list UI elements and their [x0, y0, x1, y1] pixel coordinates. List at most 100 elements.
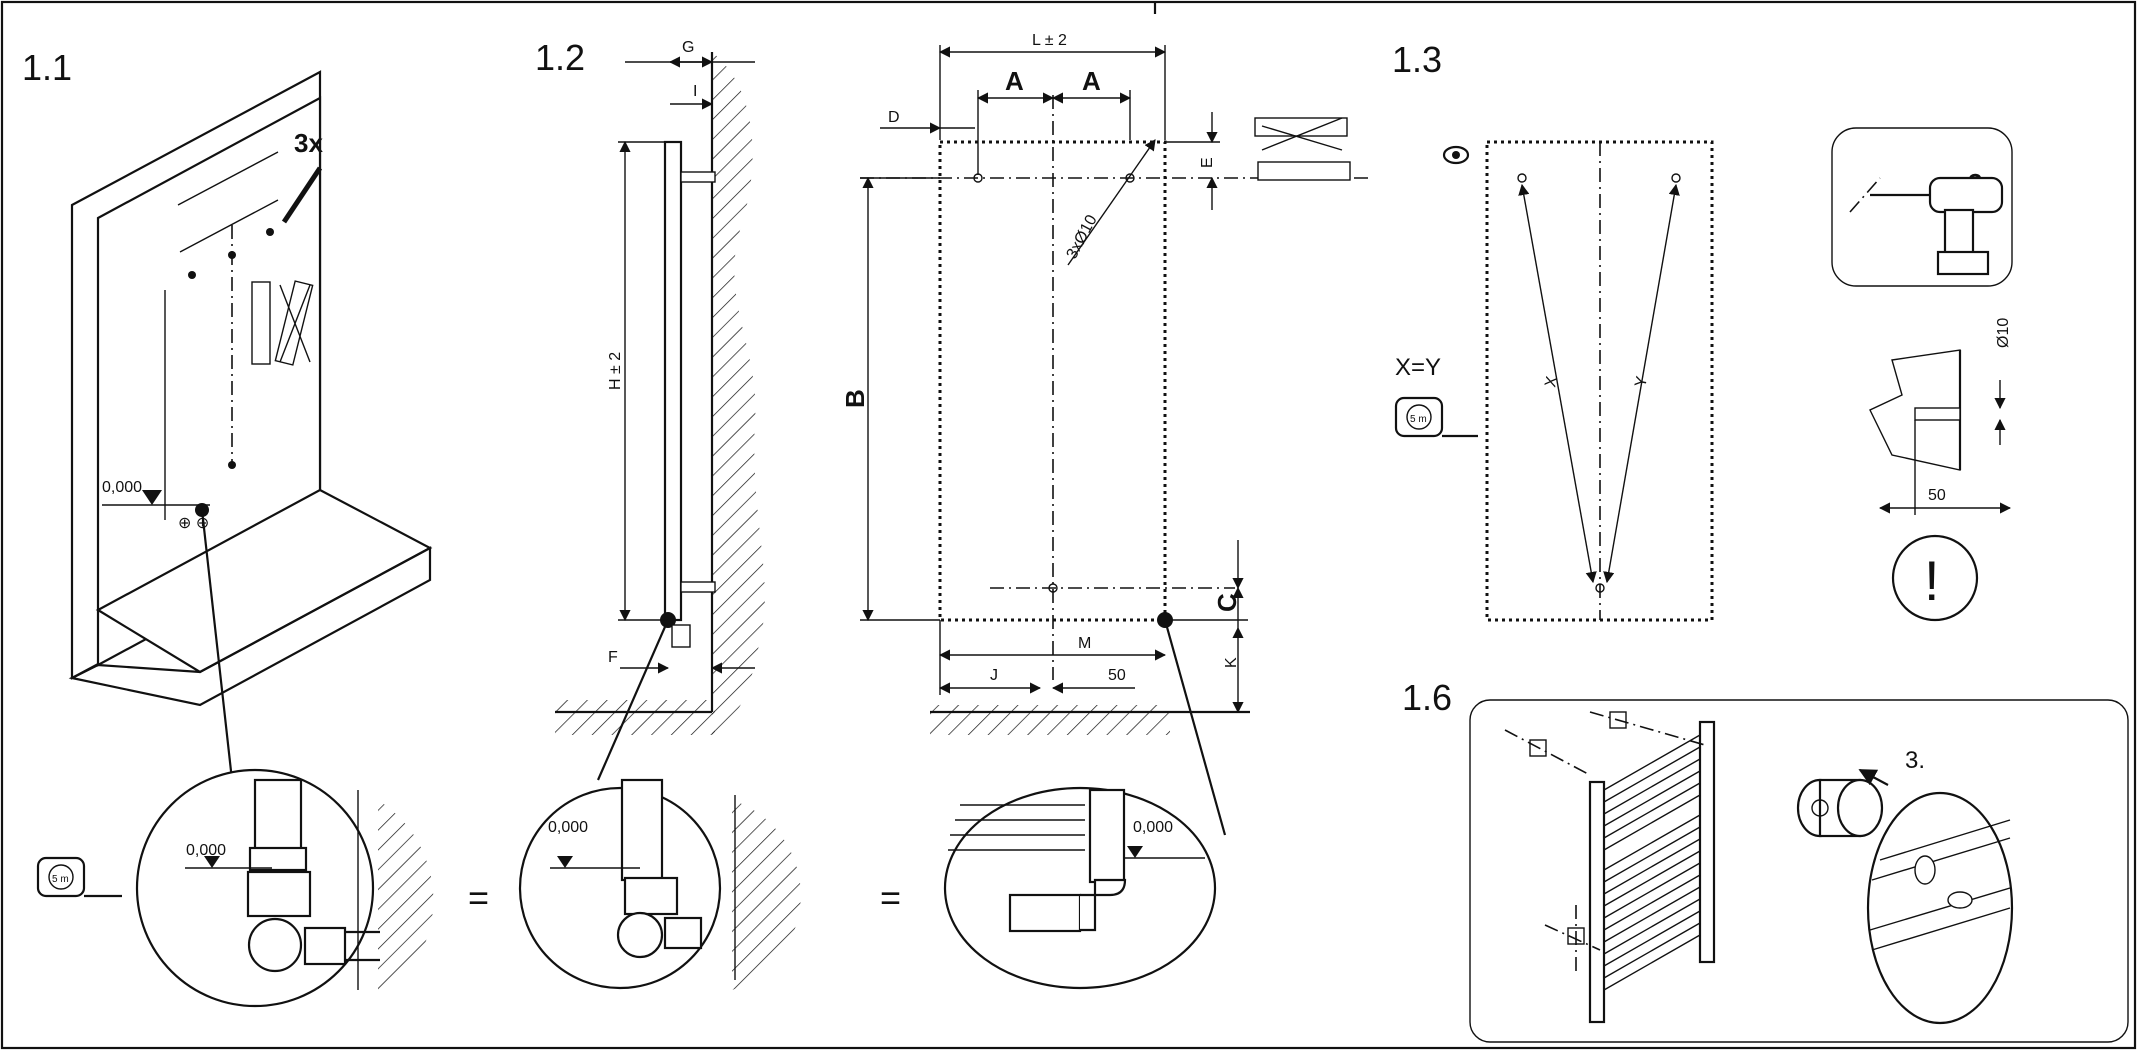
drill-icon	[1849, 176, 2004, 276]
check-hole-left	[1517, 173, 1527, 183]
drill-hole	[1914, 407, 1961, 421]
detail3-zero-arrow	[1127, 846, 1143, 858]
section-1-1-title: 1.1	[22, 47, 72, 88]
level-cross-1	[1261, 125, 1343, 151]
dim-b-label: B	[840, 389, 870, 408]
hole-bottom	[1048, 583, 1058, 593]
bracket-axis-3	[1544, 924, 1601, 951]
leader-line-1-1	[200, 509, 234, 781]
detail1-valve-top	[248, 846, 308, 872]
zero-label-detail3: 0,000	[1133, 819, 1173, 836]
hole-label: 3xØ10	[1064, 212, 1101, 262]
rail-bars	[1603, 734, 1701, 991]
x-equals-y-label: X=Y	[1395, 354, 1441, 381]
step-3-arrow	[1858, 769, 1889, 786]
svg-text:!: !	[1924, 549, 1940, 612]
spirit-level-ok-icon	[1257, 161, 1351, 181]
section-1-3-title: 1.3	[1392, 39, 1442, 80]
side-radiator	[663, 140, 683, 622]
rail-left-pipe	[1588, 780, 1606, 1024]
side-floor-hatch	[555, 700, 715, 735]
detail-circle-2	[518, 786, 722, 990]
dim-k-label: K	[1223, 657, 1240, 668]
dim-a2-label: A	[1082, 66, 1101, 96]
diag-x-label: X	[1542, 375, 1561, 389]
bracket-axis-2	[1589, 711, 1706, 746]
dim-i-label: I	[693, 83, 697, 100]
hole-right	[1125, 173, 1135, 183]
equals-sign-2: =	[880, 877, 901, 918]
mark-point-3	[266, 228, 274, 236]
dim-50-label: 50	[1108, 667, 1126, 684]
bracket-axis-1	[1504, 729, 1591, 776]
zero-label-main: 0,000	[102, 479, 142, 496]
detail-oval-1-6	[1866, 791, 2014, 1025]
dim-depth-label: 50	[1928, 487, 1946, 504]
front-floor-hatch	[930, 705, 1170, 735]
diag-y-line	[1603, 183, 1680, 584]
step-1-6: 1.6	[1402, 677, 2129, 1043]
step-1-2-front: L ± 2 A A D E 3xØ10 B C	[840, 32, 1370, 990]
spirit-level-icon	[251, 281, 271, 365]
check-hole-bottom	[1595, 583, 1605, 593]
cross-line-2	[279, 284, 311, 363]
warning-icon: !	[1891, 534, 1979, 622]
oval-rail-bars	[1869, 819, 2011, 951]
side-bracket-top	[680, 171, 716, 183]
section-1-2-title: 1.2	[535, 37, 585, 78]
zero-label-detail2: 0,000	[548, 819, 588, 836]
floor-edge	[68, 546, 432, 707]
diag-y-label: Y	[1632, 375, 1651, 389]
detail2-zero-arrow	[557, 856, 573, 868]
detail3-elbow	[1080, 878, 1127, 932]
tape-measure-icon: 5 m	[36, 856, 122, 898]
hole-leader	[1067, 139, 1156, 266]
spirit-level-icon	[1254, 117, 1348, 137]
svg-text:5 m: 5 m	[1410, 414, 1427, 425]
detail2-connector	[663, 916, 703, 950]
dim-f-label: F	[608, 649, 618, 666]
dim-c-label: C	[1212, 593, 1242, 612]
oval-hole-1	[1914, 855, 1936, 885]
side-bracket-bottom	[680, 581, 716, 593]
leader-line-1-2	[596, 619, 670, 781]
mark-line-top	[177, 151, 279, 206]
dim-l-label: L ± 2	[1032, 32, 1067, 49]
pencil-icon	[281, 166, 323, 224]
detail1-wall	[378, 800, 434, 1000]
mark-point-2	[228, 251, 236, 259]
mounting-panel	[1469, 699, 2129, 1043]
detail3-pipe	[1088, 788, 1126, 884]
svg-text:5 m: 5 m	[52, 874, 69, 885]
detail2-wall	[732, 800, 801, 990]
equals-sign-1: =	[468, 877, 489, 918]
detail1-zero-arrow	[204, 856, 220, 868]
detail1-connector	[303, 926, 347, 966]
oval-hole-2	[1947, 891, 1973, 909]
dim-e-label: E	[1199, 157, 1216, 168]
detail2-valve-body	[623, 876, 679, 916]
zero-label-detail1: 0,000	[186, 842, 226, 859]
dim-dia-label: Ø10	[1995, 318, 2012, 348]
step-3-label: 3.	[1905, 747, 1925, 774]
zero-arrow	[142, 490, 162, 505]
detail3-connector	[1008, 893, 1082, 933]
side-valve	[671, 624, 691, 648]
detail2-valve-knob	[616, 911, 664, 959]
step-1-3: 1.3 X Y X=Y 5 m 3x	[1392, 39, 2013, 622]
detail2-pipe	[620, 778, 664, 882]
mark-point-1	[188, 271, 196, 279]
dim-g-label: G	[682, 39, 694, 56]
count-3x-label: 3x	[294, 128, 323, 158]
eye-icon	[1442, 145, 1470, 165]
pipe-mark: ⊕ ⊕	[178, 515, 209, 532]
dim-h-label: H ± 2	[607, 352, 624, 390]
detail1-valve-knob	[247, 917, 303, 973]
mark-line-mid	[179, 199, 279, 253]
step-1-2-side: 1.2 G I H ± 2 F 0,000	[518, 37, 901, 990]
detail1-valve-body	[246, 870, 312, 918]
section-1-6-title: 1.6	[1402, 677, 1452, 718]
level-cross-2	[1261, 117, 1343, 151]
